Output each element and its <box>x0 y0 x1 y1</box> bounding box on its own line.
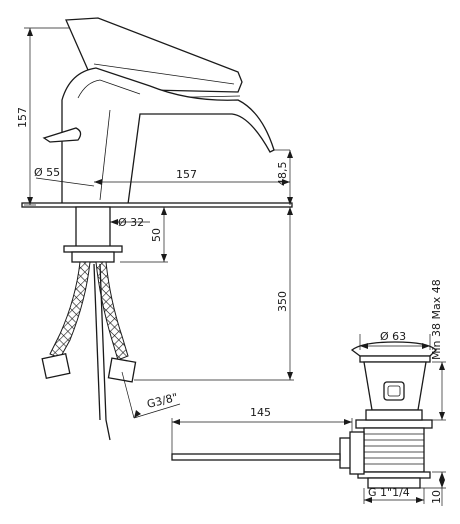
hose-left <box>49 261 91 359</box>
hose-left-nut <box>41 352 71 380</box>
body-highlight <box>77 79 141 99</box>
waste-thread-body <box>363 427 425 473</box>
dim-spout-reach: 157 <box>176 168 197 181</box>
faucet-body <box>21 17 293 263</box>
waste-assembly <box>171 341 437 489</box>
faucet-main-body <box>61 67 275 205</box>
dim-bottom-height: 10 <box>430 490 443 504</box>
waste-thread-lines <box>364 433 424 465</box>
dim-shank-length: 50 <box>150 228 163 242</box>
dim-waste-thread: G 1"1/4 <box>368 486 410 499</box>
waste-linkage-nut <box>349 431 365 475</box>
hose-right <box>95 261 129 361</box>
shank <box>75 206 111 250</box>
dim-spout-height: 48,5 <box>276 162 289 187</box>
shank-nut-plate <box>63 245 123 253</box>
waste-cap-rim <box>359 355 431 363</box>
counter-line <box>21 202 293 208</box>
hose-center-pipe-2 <box>93 263 101 421</box>
waste-pull-rod <box>171 453 341 461</box>
hose-right-nut <box>107 357 137 383</box>
dim-thickness-range: Min 38 Max 48 <box>430 279 443 360</box>
dim-shank-diameter: Ø 32 <box>118 216 144 229</box>
body-inner-edge <box>99 109 111 201</box>
waste-slot-inner <box>387 385 401 397</box>
waste-collar <box>365 409 423 421</box>
dim-hose-length: 350 <box>276 291 289 312</box>
supply-hoses <box>41 261 137 441</box>
waste-bottom-nut <box>357 471 431 479</box>
waste-dimensions: Ø 63 Min 38 Max 48 145 G 1"1/4 10 <box>171 279 446 506</box>
dim-rod-length: 145 <box>250 406 271 419</box>
dim-cap-diameter: Ø 63 <box>380 330 406 343</box>
lever-inner-edge <box>93 63 235 85</box>
waste-tail <box>367 477 421 489</box>
waste-slot <box>383 381 405 401</box>
faucet-dimensions: 157 157 48,5 Ø 55 Ø 32 50 350 <box>16 27 294 419</box>
dim-base-diameter: Ø 55 <box>34 166 60 179</box>
side-knob <box>42 127 82 143</box>
waste-flange-nut <box>355 419 433 429</box>
dim-height-total: 157 <box>16 107 29 128</box>
shank-nut <box>71 251 115 263</box>
dim-hose-thread: G3/8" <box>146 391 180 411</box>
hose-center-pipe <box>99 263 111 441</box>
